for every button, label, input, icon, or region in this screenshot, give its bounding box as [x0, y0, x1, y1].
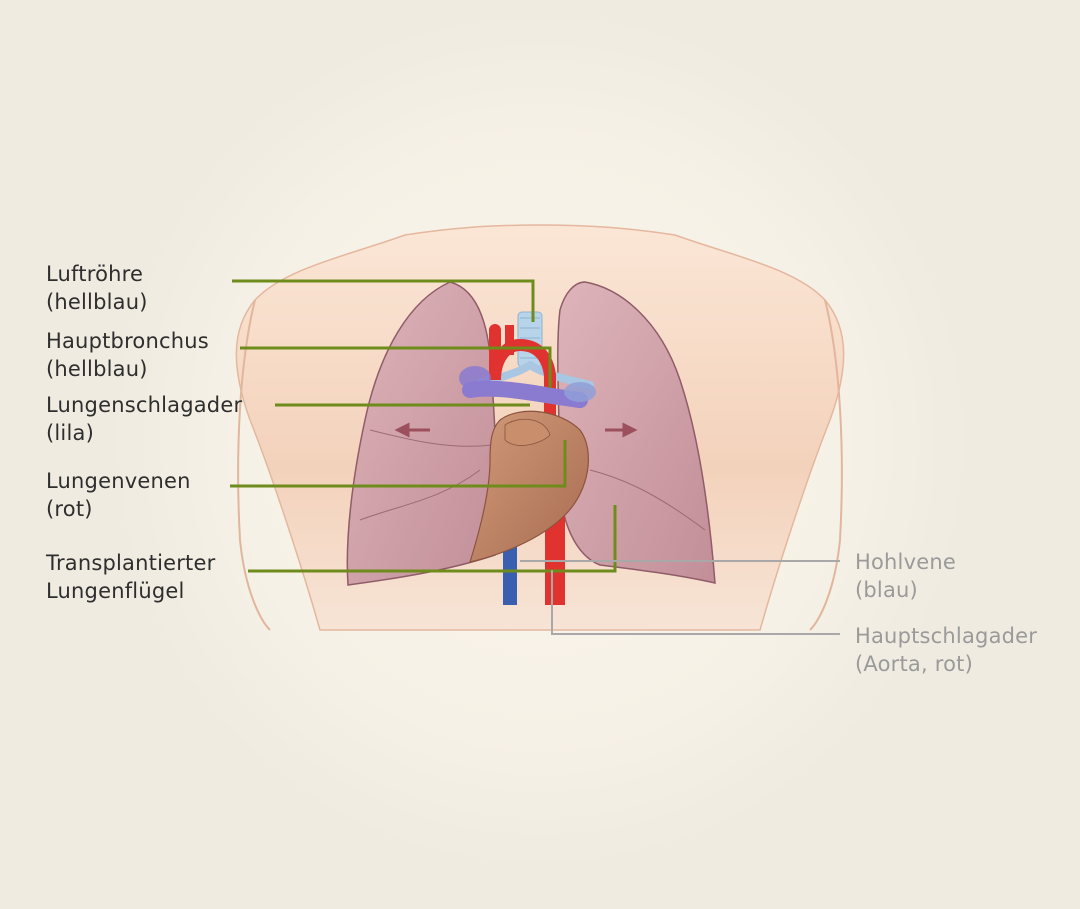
- label-transplanted-lung-line1: Transplantierter: [46, 551, 216, 575]
- aortic-branch: [505, 325, 514, 355]
- label-main-bronchus: Hauptbronchus (hellblau): [46, 327, 209, 383]
- pulmonary-artery-branch: [564, 382, 596, 402]
- lung-fissure: [589, 469, 706, 531]
- lung-fissure: [359, 469, 481, 521]
- label-main-bronchus-line1: Hauptbronchus: [46, 329, 209, 353]
- trachea-rings: [520, 317, 540, 359]
- heart-atrium: [504, 418, 551, 446]
- right-arm-outline: [237, 299, 271, 631]
- label-pulmonary-artery-line1: Lungenschlagader: [46, 393, 243, 417]
- lung-fissure: [369, 429, 493, 447]
- label-transplanted-lung-line2: Lungenflügel: [46, 579, 185, 603]
- label-pulmonary-veins-line1: Lungenvenen: [46, 469, 191, 493]
- label-aorta-line2: (Aorta, rot): [855, 652, 973, 676]
- aortic-branch: [490, 330, 500, 370]
- label-aorta-line1: Hauptschlagader: [855, 624, 1038, 648]
- label-trachea: Luftröhre (hellblau): [46, 260, 148, 316]
- label-trachea-line2: (hellblau): [46, 290, 148, 314]
- label-main-bronchus-line2: (hellblau): [46, 357, 148, 381]
- leader-line-trachea: [232, 279, 535, 322]
- left-arm-outline: [809, 299, 843, 631]
- label-vena-cava-line2: (blau): [855, 578, 918, 602]
- label-pulmonary-veins-line2: (rot): [46, 497, 93, 521]
- label-pulmonary-veins: Lungenvenen (rot): [46, 467, 191, 523]
- label-trachea-line1: Luftröhre: [46, 262, 144, 286]
- leader-line-pulmonary-veins: [230, 440, 567, 488]
- label-pulmonary-artery-line2: (lila): [46, 421, 94, 445]
- label-transplanted-lung: Transplantierter Lungenflügel: [46, 549, 215, 605]
- leader-line-main-bronchus: [240, 346, 552, 388]
- leader-line-transplanted-lung: [248, 505, 617, 573]
- label-aorta: Hauptschlagader (Aorta, rot): [855, 622, 1037, 678]
- label-vena-cava: Hohlvene (blau): [855, 548, 956, 604]
- pulmonary-artery-branch: [459, 366, 491, 390]
- label-pulmonary-artery: Lungenschlagader (lila): [46, 391, 242, 447]
- label-vena-cava-line1: Hohlvene: [855, 550, 956, 574]
- leader-line-aorta: [551, 570, 840, 635]
